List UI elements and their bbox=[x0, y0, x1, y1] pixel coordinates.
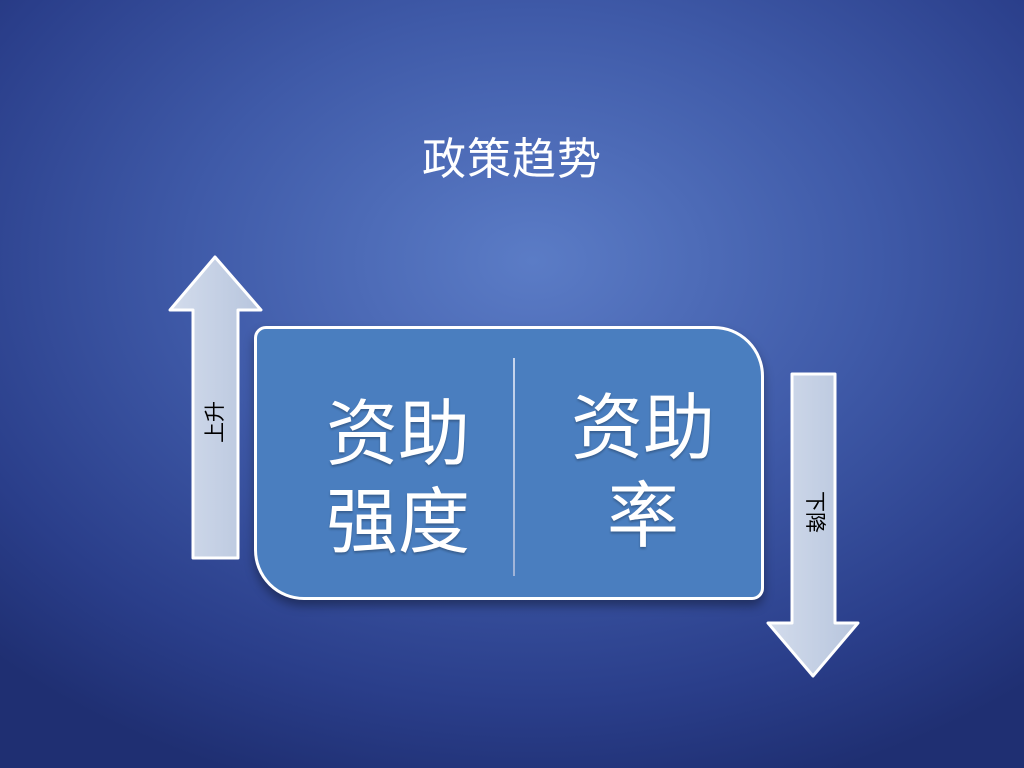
up-arrow-label: 上升 bbox=[195, 392, 235, 452]
card-left-line1: 资助 bbox=[325, 392, 470, 476]
slide-title: 政策趋势 bbox=[422, 134, 602, 185]
down-arrow-icon bbox=[766, 372, 860, 678]
card-right-text: 资助 率 bbox=[545, 384, 741, 560]
card-left-line2: 强度 bbox=[325, 480, 470, 564]
card-right-line1: 资助 bbox=[570, 386, 715, 470]
down-arrow-label: 下降 bbox=[795, 482, 835, 542]
concept-card bbox=[254, 326, 764, 600]
card-divider bbox=[513, 358, 515, 576]
card-left-text: 资助 强度 bbox=[300, 390, 496, 566]
up-arrow-label-text: 上升 bbox=[203, 401, 227, 443]
up-arrow-icon bbox=[168, 255, 263, 560]
card-right-line2: 率 bbox=[606, 474, 679, 558]
down-arrow-label-text: 下降 bbox=[803, 491, 827, 533]
